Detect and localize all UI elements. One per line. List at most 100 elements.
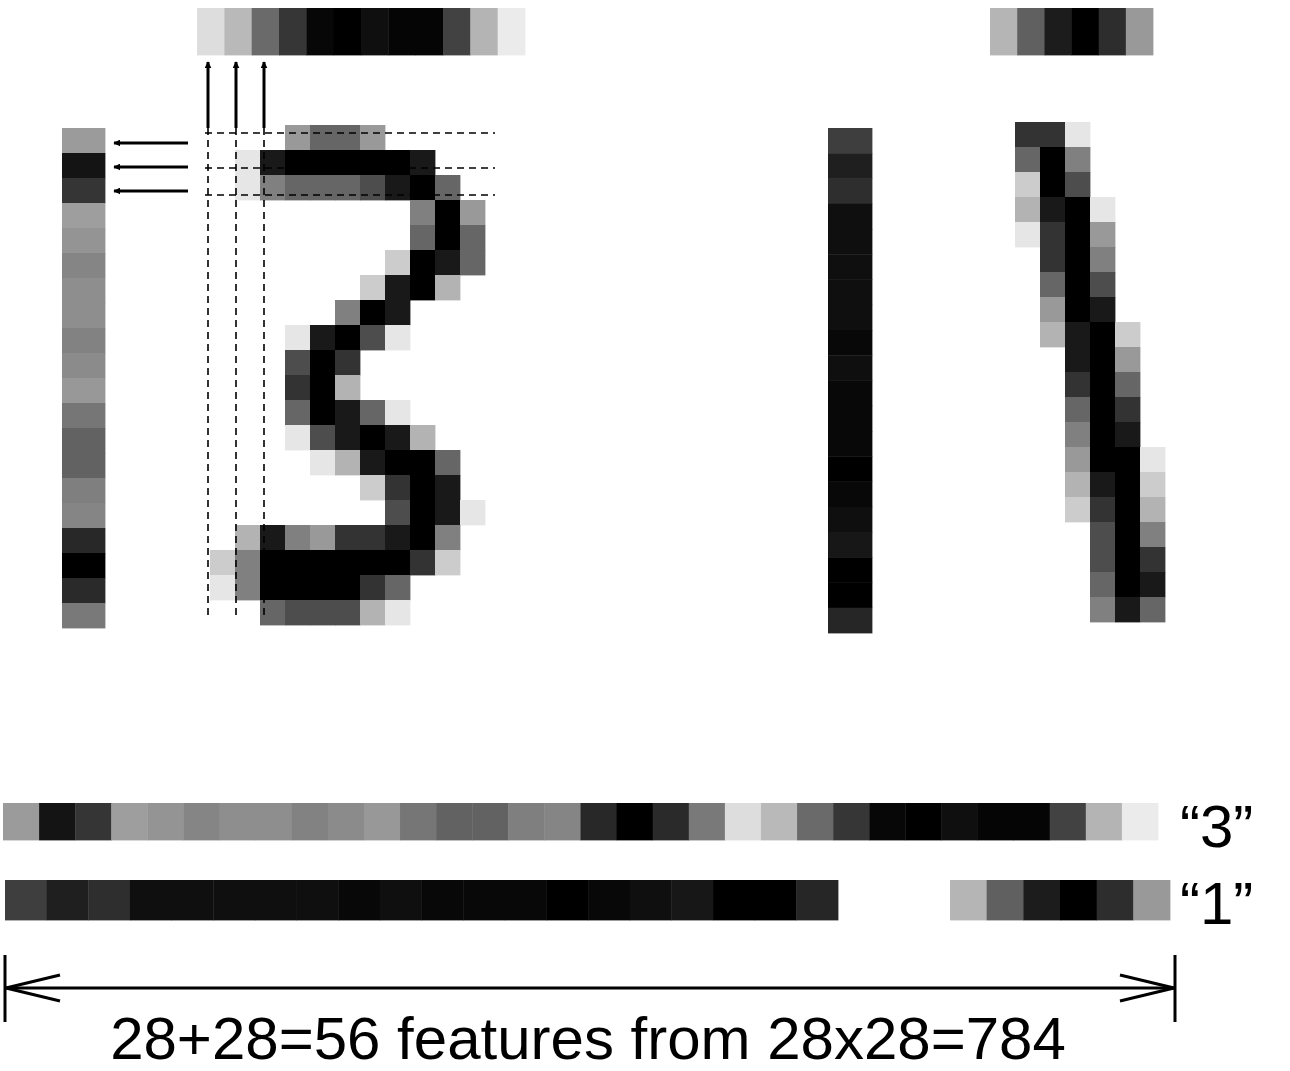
digit-pixel [385, 300, 410, 325]
feature-cell [713, 880, 755, 920]
feature-cell [828, 153, 872, 179]
digit-pixel [310, 575, 335, 600]
feature-cell [828, 456, 872, 482]
feature-cell [869, 803, 905, 840]
digit-pixel [1115, 372, 1140, 397]
digit-pixel [460, 500, 485, 525]
digit-pixel [410, 175, 435, 200]
digit-pixel [310, 325, 335, 350]
feature-cell [725, 803, 761, 840]
digit-pixel [1090, 497, 1115, 522]
feature-cell [796, 880, 838, 920]
digit-pixel [1040, 222, 1065, 247]
digit-pixel [1065, 447, 1090, 472]
digit-pixel [1015, 172, 1040, 197]
digit-pixel [360, 400, 385, 425]
digit-pixel [1015, 222, 1040, 247]
digit-pixel [310, 450, 335, 475]
digit-pixel [460, 200, 485, 225]
digit-pixel [410, 550, 435, 575]
digit-pixel [410, 250, 435, 275]
feature-cell [581, 803, 617, 840]
digit-pixel [1140, 447, 1165, 472]
digit-pixel [1090, 547, 1115, 572]
digit-pixel [435, 475, 460, 500]
feature-cell [630, 880, 672, 920]
digit-pixel [1115, 322, 1140, 347]
feature-cell [172, 880, 214, 920]
feature-cell [990, 8, 1018, 55]
digit-pixel [310, 350, 335, 375]
digit-pixel [1065, 147, 1090, 172]
digit-pixel [1040, 247, 1065, 272]
digit-pixel [1065, 497, 1090, 522]
digit-pixel [410, 475, 435, 500]
feature-cell [297, 880, 339, 920]
digit-pixel [310, 600, 335, 625]
feature-cell [470, 8, 498, 55]
digit-pixel [335, 375, 360, 400]
digit-pixel [235, 575, 260, 600]
digit-pixel [1040, 272, 1065, 297]
up-arrow [235, 62, 238, 128]
feature-cell [380, 880, 422, 920]
digit-pixel [210, 550, 235, 575]
feature-cell [183, 803, 219, 840]
digit-pixel [310, 175, 335, 200]
digit-pixel [385, 275, 410, 300]
class-label: “3” [1180, 797, 1253, 857]
digit-pixel [285, 400, 310, 425]
feature-cell [62, 328, 105, 353]
digit-pixel [335, 450, 360, 475]
digit-pixel [385, 500, 410, 525]
feature-cell [671, 880, 713, 920]
digit-pixel [410, 275, 435, 300]
digit-pixel [1040, 297, 1065, 322]
feature-cell [761, 803, 797, 840]
digit-pixel [335, 125, 360, 150]
digit-pixel [435, 450, 460, 475]
feature-cell [987, 880, 1024, 920]
digit-pixel [235, 525, 260, 550]
digit-pixel [1140, 572, 1165, 597]
digit-pixel [435, 275, 460, 300]
feature-cell [828, 507, 872, 533]
up-arrow [207, 62, 210, 128]
feature-cell [62, 603, 105, 628]
feature-cell [828, 431, 872, 457]
feature-cell [1122, 803, 1158, 840]
feature-cell [978, 803, 1014, 840]
digit-pixel [360, 575, 385, 600]
digit-pixel [1115, 497, 1140, 522]
feature-cell [828, 179, 872, 205]
digit-pixel [335, 550, 360, 575]
digit-pixel [360, 275, 385, 300]
feature-cell [62, 253, 105, 278]
feature-cell [1086, 803, 1122, 840]
feature-cell [255, 880, 297, 920]
digit-pixel [1090, 422, 1115, 447]
feature-cell [1099, 8, 1127, 55]
feature-cell [828, 482, 872, 508]
digit-pixel [1065, 422, 1090, 447]
feature-cell [39, 803, 75, 840]
feature-cell [130, 880, 172, 920]
feature-cell [147, 803, 183, 840]
digit-pixel [285, 425, 310, 450]
digit-pixel [310, 375, 335, 400]
digit-pixel [1115, 397, 1140, 422]
digit-pixel [1090, 197, 1115, 222]
digit-pixel [1065, 347, 1090, 372]
feature-cell [463, 880, 505, 920]
feature-cell [1014, 803, 1050, 840]
digit-pixel [435, 175, 460, 200]
digit-pixel [335, 525, 360, 550]
feature-cell [828, 128, 872, 154]
digit-pixel [335, 575, 360, 600]
feature-cell [62, 128, 105, 153]
feature-cell [62, 228, 105, 253]
feature-cell [905, 803, 941, 840]
digit-pixel [385, 450, 410, 475]
digit-pixel [310, 525, 335, 550]
digit-pixel [435, 500, 460, 525]
